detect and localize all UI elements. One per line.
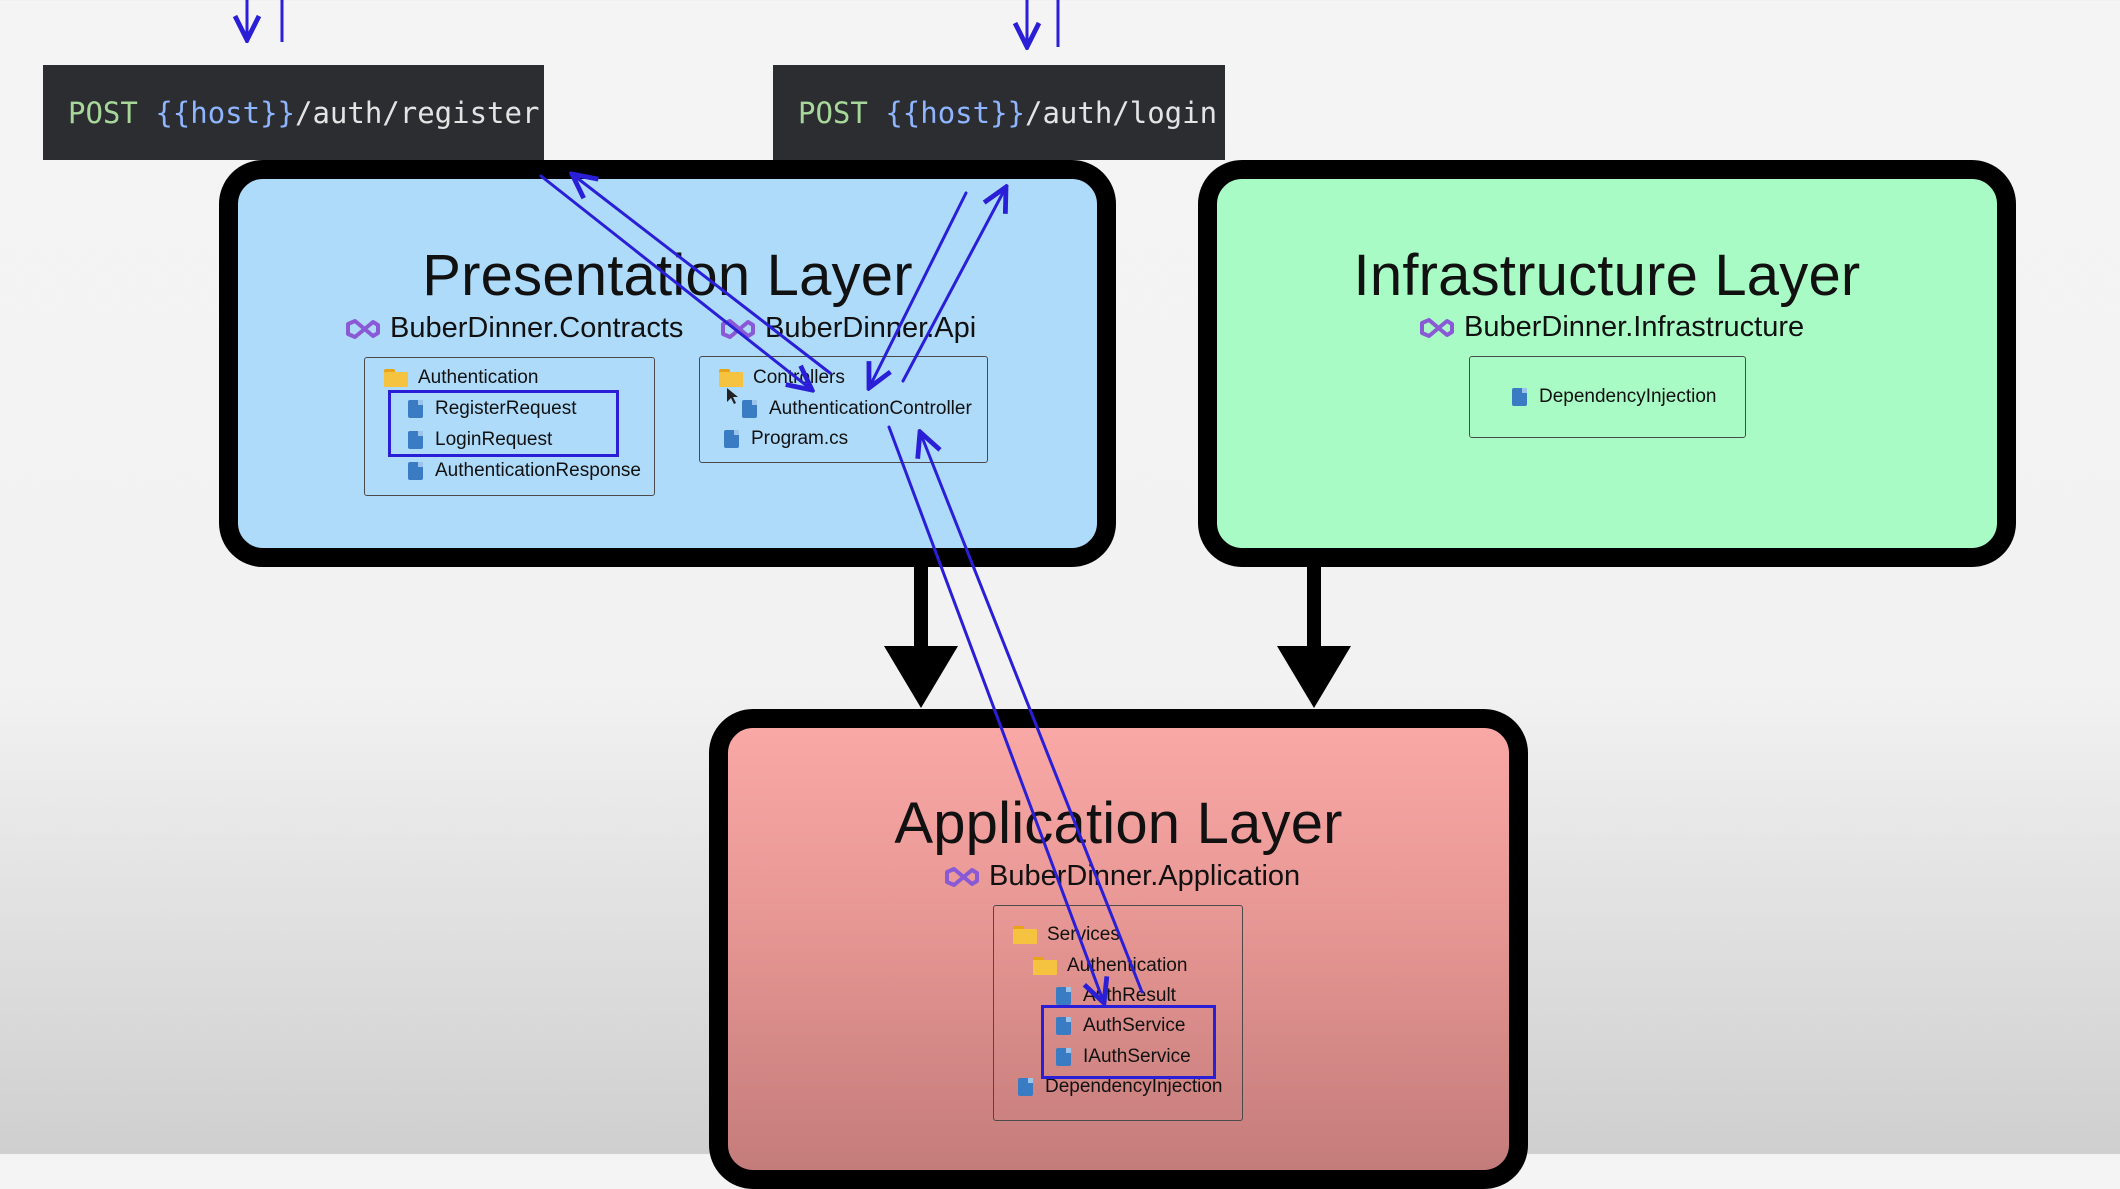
request-flow-arrows [539, 174, 1144, 1003]
visual-studio-project-icon [1420, 317, 1454, 338]
tree-file-register-request[interactable]: RegisterRequest [408, 398, 577, 420]
file-label: DependencyInjection [1045, 1076, 1223, 1097]
file-label: LoginRequest [435, 429, 553, 450]
infrastructure-file-tree [1469, 356, 1746, 438]
visual-studio-project-icon [721, 318, 755, 339]
tree-file-iauth-service[interactable]: IAuthService [1056, 1046, 1191, 1068]
http-verb: POST [68, 95, 138, 130]
contracts-file-tree [364, 357, 655, 496]
layer-title: Infrastructure Layer [1353, 243, 1861, 308]
tree-file-login-request[interactable]: LoginRequest [408, 429, 552, 451]
csharp-file-icon [1056, 1017, 1071, 1035]
tree-file-program[interactable]: Program.cs [724, 428, 848, 450]
tree-folder-authentication[interactable]: Authentication [384, 367, 538, 389]
dependency-arrow-infrastructure-to-application [1277, 566, 1351, 708]
requests-highlight-box [388, 390, 619, 457]
file-label: Program.cs [751, 428, 849, 449]
services-highlight-box [1041, 1005, 1216, 1079]
contracts-project: BuberDinner.Contracts [346, 312, 683, 345]
project-name: BuberDinner.Contracts [390, 312, 684, 344]
presentation-layer: Presentation Layer [219, 160, 1116, 567]
incoming-arrows-register [247, 0, 284, 42]
file-label: IAuthService [1083, 1046, 1191, 1067]
mouse-cursor-icon [727, 388, 738, 404]
folder-icon [719, 369, 743, 387]
csharp-file-icon [724, 430, 739, 448]
application-file-tree [993, 905, 1243, 1121]
project-name: BuberDinner.Api [765, 312, 977, 344]
file-label: RegisterRequest [435, 398, 577, 419]
csharp-file-icon [1056, 987, 1071, 1005]
api-project: BuberDinner.Api [721, 312, 976, 345]
file-label: AuthService [1083, 1015, 1186, 1036]
csharp-file-icon [1512, 388, 1527, 406]
project-name: BuberDinner.Infrastructure [1464, 311, 1805, 343]
tree-file-authentication-controller[interactable]: AuthenticationController [742, 398, 972, 420]
register-endpoint: POST {{host}}/auth/register [43, 65, 544, 160]
api-file-tree [699, 356, 988, 463]
file-label: AuthenticationResponse [435, 460, 641, 481]
tree-folder-authentication[interactable]: Authentication [1033, 955, 1187, 977]
csharp-file-icon [408, 400, 423, 418]
visual-studio-project-icon [945, 866, 979, 887]
incoming-arrows-login [1027, 0, 1060, 47]
tree-file-dependency-injection[interactable]: DependencyInjection [1512, 386, 1716, 408]
file-label: DependencyInjection [1539, 386, 1717, 407]
file-label: AuthenticationController [769, 398, 972, 419]
flow-arrows-overlay [0, 0, 1351, 1154]
infrastructure-layer: Infrastructure Layer [1198, 160, 2016, 567]
dependency-arrow-presentation-to-application [884, 566, 958, 708]
csharp-file-icon [408, 431, 423, 449]
layer-title: Application Layer [894, 791, 1343, 856]
tree-file-auth-service[interactable]: AuthService [1056, 1015, 1185, 1037]
folder-label: Services [1047, 924, 1120, 945]
folder-label: Authentication [1067, 955, 1188, 976]
host-variable: {{host}} [155, 95, 295, 130]
application-project: BuberDinner.Application [945, 860, 1300, 893]
csharp-file-icon [408, 462, 423, 480]
visual-studio-project-icon [346, 318, 380, 339]
csharp-file-icon [742, 400, 757, 418]
folder-icon [1013, 926, 1037, 944]
csharp-file-icon [1056, 1048, 1071, 1066]
tree-folder-services[interactable]: Services [1013, 924, 1120, 946]
host-variable: {{host}} [885, 95, 1025, 130]
tree-file-dependency-injection[interactable]: DependencyInjection [1018, 1076, 1222, 1098]
infrastructure-project: BuberDinner.Infrastructure [1420, 311, 1804, 344]
tree-file-authentication-response[interactable]: AuthenticationResponse [408, 460, 641, 482]
endpoint-path: /auth/register [295, 95, 540, 130]
project-name: BuberDinner.Application [989, 860, 1301, 892]
folder-icon [1033, 957, 1057, 975]
folder-label: Authentication [418, 367, 539, 388]
folder-icon [384, 369, 408, 387]
csharp-file-icon [1018, 1078, 1033, 1096]
endpoint-path: /auth/login [1025, 95, 1218, 130]
http-verb: POST [798, 95, 868, 130]
login-endpoint: POST {{host}}/auth/login [773, 65, 1225, 160]
